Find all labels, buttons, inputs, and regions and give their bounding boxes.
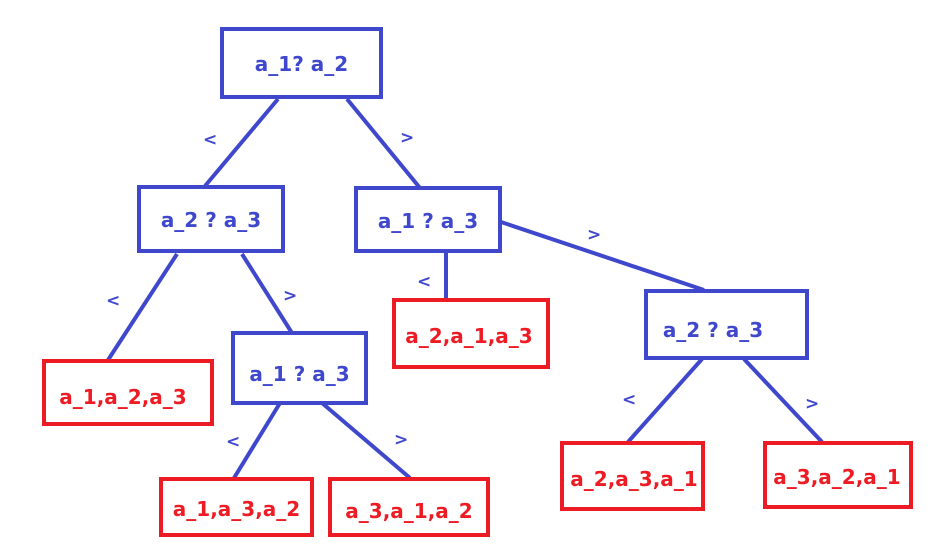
edge-label-root-left: < bbox=[203, 130, 217, 150]
leaf-a2-a1-a3: a_2,a_1,a_3 bbox=[392, 298, 550, 369]
edge-right-to-right-right-cmp bbox=[500, 220, 705, 292]
edge-left-to-left-right-cmp bbox=[240, 252, 294, 335]
edge-right-right-cmp-to-leaf-231 bbox=[626, 357, 704, 444]
edge-right-right-cmp-to-leaf-321 bbox=[742, 357, 824, 444]
node-root-box bbox=[220, 27, 383, 99]
leaf-a3-a1-a2-label: a_3,a_1,a_2 bbox=[345, 499, 472, 523]
leaf-a3-a1-a2: a_3,a_1,a_2 bbox=[328, 477, 490, 537]
node-right-right-cmp-label: a_2 ? a_3 bbox=[663, 318, 763, 342]
node-left-cmp: a_2 ? a_3 bbox=[137, 185, 285, 253]
node-right-right-cmp-box bbox=[644, 289, 809, 360]
leaf-a1-a3-a2: a_1,a_3,a_2 bbox=[159, 477, 314, 537]
edge-root-to-left bbox=[203, 97, 280, 188]
node-left-right-cmp-label: a_1 ? a_3 bbox=[249, 362, 349, 386]
edge-label-left-right: > bbox=[283, 286, 297, 306]
node-right-cmp: a_1 ? a_3 bbox=[354, 186, 502, 253]
leaf-a2-a3-a1-box bbox=[560, 441, 705, 511]
leaf-a2-a3-a1-label: a_2,a_3,a_1 bbox=[570, 467, 697, 491]
leaf-a3-a1-a2-box bbox=[328, 477, 490, 537]
node-left-cmp-box bbox=[137, 185, 285, 253]
leaf-a3-a2-a1-label: a_3,a_2,a_1 bbox=[773, 465, 900, 489]
leaf-a2-a3-a1: a_2,a_3,a_1 bbox=[560, 441, 705, 511]
edge-label-right-right-cmp-left: < bbox=[622, 390, 636, 410]
edge-label-root-right: > bbox=[400, 128, 414, 148]
leaf-a3-a2-a1-box bbox=[763, 441, 913, 509]
edge-label-left-left: < bbox=[106, 291, 120, 311]
edge-left-right-cmp-to-leaf-132 bbox=[232, 401, 282, 480]
node-root-label: a_1? a_2 bbox=[255, 52, 348, 76]
node-right-right-cmp: a_2 ? a_3 bbox=[644, 289, 809, 360]
edge-label-left-right-cmp-right: > bbox=[394, 430, 408, 450]
edge-left-right-cmp-to-leaf-312 bbox=[320, 401, 412, 480]
node-right-cmp-label: a_1 ? a_3 bbox=[378, 209, 478, 233]
edge-left-to-leaf-123 bbox=[106, 252, 179, 362]
leaf-a3-a2-a1: a_3,a_2,a_1 bbox=[763, 441, 913, 509]
edge-label-right-left: < bbox=[417, 272, 431, 292]
edge-label-right-right: > bbox=[587, 225, 601, 245]
edge-label-left-right-cmp-left: < bbox=[226, 432, 240, 452]
node-root: a_1? a_2 bbox=[220, 27, 383, 99]
leaf-a2-a1-a3-label: a_2,a_1,a_3 bbox=[405, 324, 532, 348]
leaf-a1-a2-a3-box bbox=[42, 359, 214, 426]
edge-label-right-right-cmp-right: > bbox=[805, 394, 819, 414]
node-left-right-cmp-box bbox=[231, 331, 368, 405]
node-right-cmp-box bbox=[354, 186, 502, 253]
leaf-a1-a2-a3: a_1,a_2,a_3 bbox=[42, 359, 214, 426]
leaf-a1-a2-a3-label: a_1,a_2,a_3 bbox=[59, 385, 186, 409]
edge-root-to-right bbox=[345, 97, 422, 190]
leaf-a1-a3-a2-box bbox=[159, 477, 314, 537]
node-left-cmp-label: a_2 ? a_3 bbox=[161, 208, 261, 232]
node-left-right-cmp: a_1 ? a_3 bbox=[231, 331, 368, 405]
leaf-a1-a3-a2-label: a_1,a_3,a_2 bbox=[173, 497, 300, 521]
leaf-a2-a1-a3-box bbox=[392, 298, 550, 369]
